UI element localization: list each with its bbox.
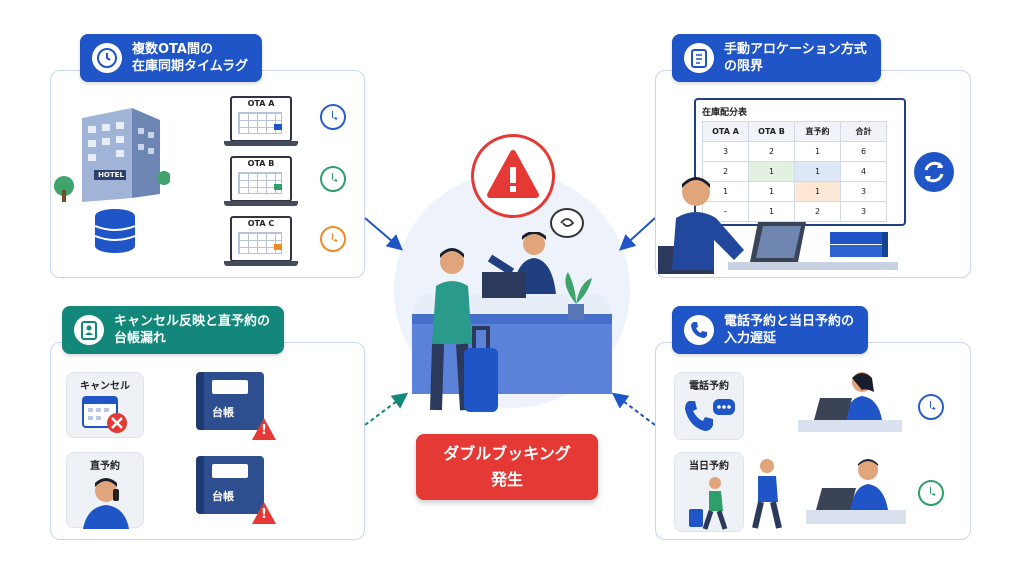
ledger-label: 台帳 [212, 490, 234, 503]
title-line1: キャンセル反映と直予約の [114, 314, 271, 329]
alert-line2: 発生 [490, 470, 523, 489]
staff-at-laptop-illustration [658, 177, 898, 274]
phone-icon [684, 315, 714, 345]
title-line2: 入力遅延 [724, 331, 777, 346]
alert-line1: ダブルブッキング [443, 444, 571, 463]
calendar-cancel-icon [82, 396, 127, 433]
double-booking-alert: ダブルブッキング 発生 [416, 434, 598, 500]
title-line1: 複数OTA間の [132, 42, 213, 57]
allocation-table: OTA A OTA B 直予約 合計 3 2 1 6 2 1 1 4 1 1 1… [702, 121, 887, 222]
ota-c-label: OTA C [247, 219, 275, 228]
header-phone-sameday-delay: 電話予約と当日予約の入力遅延 [672, 306, 869, 354]
arrow-bottom-right [611, 392, 656, 426]
database-icon [94, 209, 136, 253]
warning-mark: ! [261, 423, 267, 438]
clock-icon-phone [918, 394, 944, 420]
confused-speech-bubble-icon [550, 208, 584, 238]
header-ota-sync-lag: 複数OTA間の在庫同期タイムラグ [80, 34, 263, 82]
ota-c-screen: OTA C [224, 216, 298, 266]
clock-icon [92, 43, 122, 73]
direct-label: 直予約 [90, 461, 120, 472]
header-cancel-ledger: キャンセル反映と直予約の台帳漏れ [62, 306, 285, 354]
table-row: 2 1 1 4 [702, 161, 887, 182]
title-line2: の限界 [724, 59, 764, 74]
sync-icon [914, 152, 954, 192]
warning-icon [471, 134, 555, 218]
table-header: 直予約 [794, 121, 841, 142]
allocation-table-title: 在庫配分表 [702, 108, 748, 118]
cancel-card: キャンセル [66, 372, 144, 438]
table-cell: 6 [840, 141, 887, 162]
direct-booking-card: 直予約 [66, 452, 144, 529]
phone-chat-icon [685, 399, 735, 431]
arrow-top-left [364, 217, 404, 251]
arrow-bottom-left [364, 392, 409, 426]
header-manual-allocation: 手動アロケーション方式の限界 [672, 34, 881, 82]
table-cell: 2 [748, 141, 795, 162]
walking-guest-icon [689, 477, 728, 530]
hotel-sign: HOTEL [98, 171, 124, 179]
table-row: 1 1 1 3 [702, 181, 887, 202]
warning-mark: ! [261, 507, 267, 522]
arrow-top-right [619, 217, 656, 251]
sameday-booking-card: 当日予約 [674, 452, 744, 532]
table-cell: 3 [840, 201, 887, 222]
warning-icon [252, 502, 276, 524]
table-cell: 1 [794, 181, 841, 202]
ota-b-screen: OTA B [224, 156, 298, 206]
table-header: OTA A [702, 121, 749, 142]
clipboard-icon [684, 43, 714, 73]
cancel-label: キャンセル [80, 381, 130, 392]
warning-icon [252, 418, 276, 440]
table-row: 3 2 1 6 [702, 141, 887, 162]
table-cell: 3 [702, 141, 749, 162]
clock-icon-ota-b [320, 166, 346, 192]
hotel-building-icon [54, 108, 170, 202]
table-row: – 1 2 3 [702, 201, 887, 222]
person-on-phone-icon [83, 478, 129, 529]
front-desk-scene-illustration [412, 232, 612, 412]
clock-icon-sameday [918, 480, 944, 506]
ledger-label: 台帳 [212, 406, 234, 419]
receptionist-walkin-desk-illustration [806, 459, 906, 524]
ota-a-label: OTA A [247, 99, 275, 108]
title-line2: 在庫同期タイムラグ [132, 59, 249, 74]
title-line2: 台帳漏れ [114, 331, 167, 346]
ota-a-screen: OTA A [224, 96, 298, 146]
clock-icon-ota-c [320, 226, 346, 252]
table-header: 合計 [840, 121, 887, 142]
contact-card-icon [74, 315, 104, 345]
table-cell: 1 [794, 161, 841, 182]
title-line1: 電話予約と当日予約の [724, 314, 855, 329]
phone-booking-card: 電話予約 [674, 372, 744, 440]
receptionist-phone-desk-illustration [798, 372, 902, 432]
table-header-row: OTA A OTA B 直予約 合計 [702, 121, 887, 142]
ota-b-label: OTA B [247, 159, 275, 168]
title-line1: 手動アロケーション方式 [724, 42, 867, 57]
walking-guest-arrival-icon [752, 459, 782, 529]
phone-label: 電話予約 [689, 381, 729, 392]
table-header: OTA B [748, 121, 795, 142]
clock-icon-ota-a [320, 104, 346, 130]
sameday-label: 当日予約 [689, 461, 729, 472]
allocation-table-card: 在庫配分表 OTA A OTA B 直予約 合計 3 2 1 6 2 1 1 4… [694, 98, 906, 226]
table-cell: 1 [794, 141, 841, 162]
table-cell: 1 [748, 161, 795, 182]
